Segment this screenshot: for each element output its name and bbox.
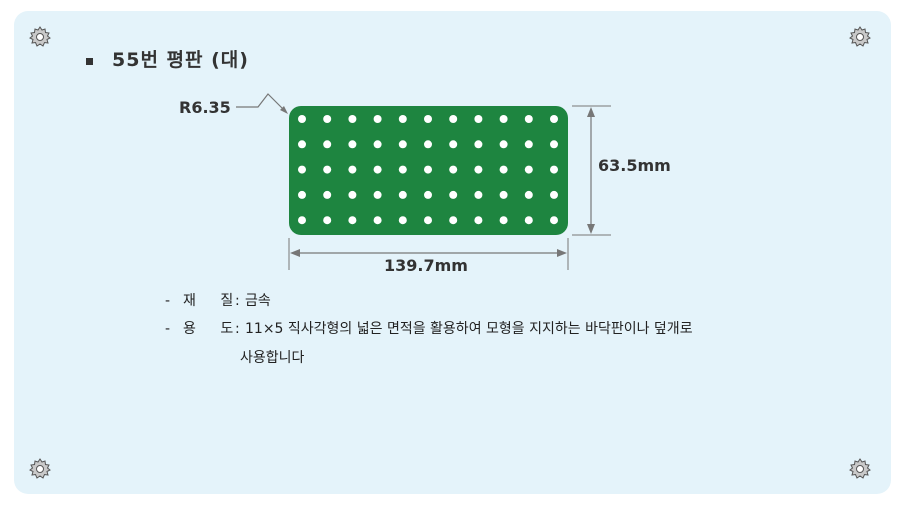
height-arrow-bottom [587, 224, 595, 234]
spec-material: -재 질: 금속 [165, 290, 271, 310]
plate-hole [398, 190, 407, 199]
plate-hole [373, 165, 382, 174]
plate-hole [424, 190, 432, 199]
plate-hole [424, 140, 432, 149]
plate-hole [550, 190, 558, 199]
page-title: 55번 평판 (대) [112, 49, 249, 71]
plate-hole [298, 140, 306, 149]
spec-label: 재 질 [183, 293, 244, 309]
plate-hole [323, 190, 332, 199]
plate-hole [474, 165, 483, 174]
plate-hole [449, 115, 458, 123]
plate-hole [499, 140, 508, 149]
plate-hole [524, 190, 533, 199]
plate-hole [373, 115, 382, 123]
spec-value: 금속 [245, 293, 271, 309]
spec-colon: : [235, 293, 240, 309]
plate-hole [550, 115, 558, 123]
plate-hole [398, 115, 407, 123]
plate-hole [398, 140, 407, 149]
plate-hole [499, 165, 508, 174]
spec-dash: - [165, 293, 171, 309]
width-label: 139.7mm [384, 256, 468, 275]
plate-hole [449, 140, 458, 149]
plate-hole [474, 216, 483, 225]
plate-hole [323, 165, 332, 174]
spec-label: 용 도 [183, 321, 244, 337]
plate-hole [348, 115, 357, 123]
spec-usage-continued: 사용합니다 [240, 350, 305, 366]
plate-hole [323, 216, 332, 225]
plate-hole [348, 190, 357, 199]
plate-hole [398, 216, 407, 225]
plate-hole [524, 140, 533, 149]
plate-hole [550, 216, 558, 225]
plate-hole [398, 165, 407, 174]
plate-hole [474, 140, 483, 149]
plate-hole [373, 140, 382, 149]
plate-hole [424, 115, 432, 123]
plate-hole [550, 140, 558, 149]
plate-hole [499, 216, 508, 225]
plate-hole [298, 216, 306, 225]
plate-hole [524, 216, 533, 225]
plate-hole [373, 190, 382, 199]
spec-dash: - [165, 321, 171, 337]
plate-hole [499, 190, 508, 199]
spec-usage: -용 도:11×5 직사각형의 넓은 면적을 활용하여 모형을 지지하는 바닥판… [165, 318, 693, 338]
spec-colon: : [235, 321, 240, 337]
plate-hole [474, 190, 483, 199]
radius-leader-line [236, 93, 287, 113]
width-arrow-right [557, 249, 567, 257]
plate-hole [524, 165, 533, 174]
plate-hole [348, 140, 357, 149]
radius-arrowhead [280, 106, 288, 114]
plate-hole [424, 216, 432, 225]
plate-hole [449, 216, 458, 225]
spec-value: 11×5 직사각형의 넓은 면적을 활용하여 모형을 지지하는 바닥판이나 덮개… [245, 321, 693, 337]
height-label: 63.5mm [598, 156, 671, 175]
plate-hole [449, 165, 458, 174]
plate-hole [373, 216, 382, 225]
plate-hole [424, 165, 432, 174]
plate-hole [550, 165, 558, 174]
gear-icon [28, 457, 52, 481]
plate-hole [298, 115, 306, 123]
plate-hole [298, 165, 306, 174]
plate-hole [524, 115, 533, 123]
height-arrow-top [587, 107, 595, 117]
gear-icon [848, 25, 872, 49]
plate-hole [298, 190, 306, 199]
plate-holes [298, 115, 558, 225]
gear-icon [848, 457, 872, 481]
plate-hole [499, 115, 508, 123]
plate-hole [474, 115, 483, 123]
plate-hole [449, 190, 458, 199]
gear-icon [28, 25, 52, 49]
width-arrow-left [290, 249, 300, 257]
plate-hole [323, 140, 332, 149]
plate-hole [323, 115, 332, 123]
bullet-icon [86, 58, 93, 65]
plate-hole [348, 165, 357, 174]
radius-label: R6.35 [179, 98, 231, 117]
plate-hole [348, 216, 357, 225]
